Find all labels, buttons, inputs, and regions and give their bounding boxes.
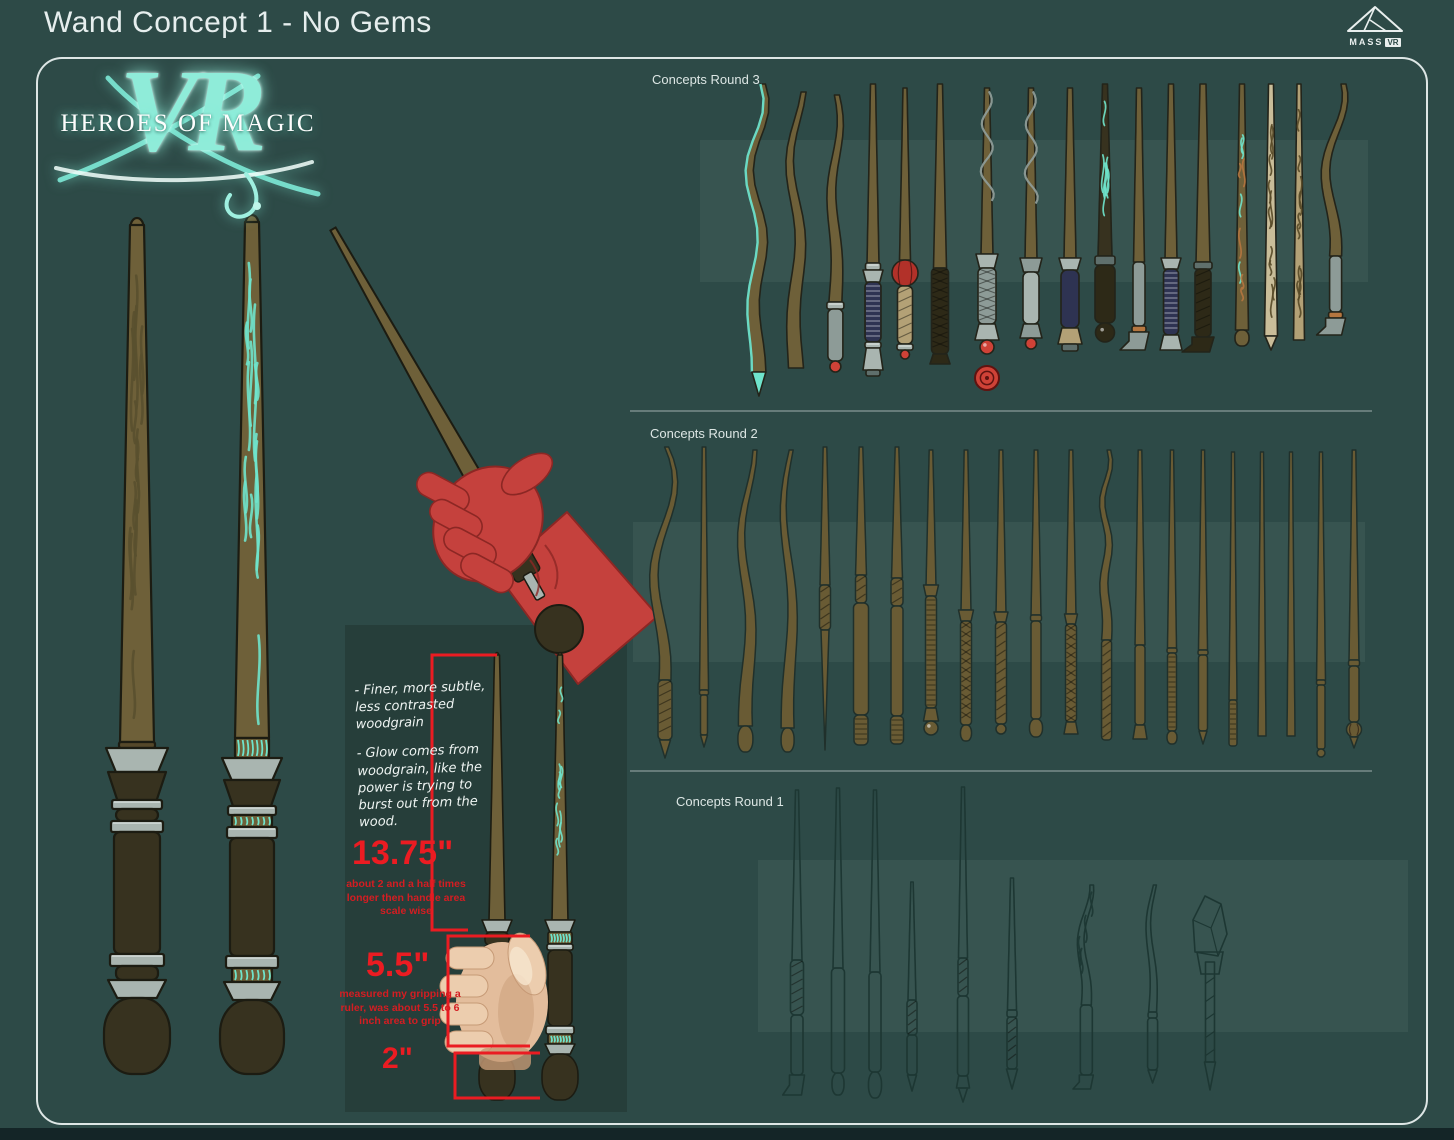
wand-illustration (744, 83, 770, 397)
wand-illustration (922, 449, 940, 736)
section-label-round3: Concepts Round 3 (652, 72, 760, 87)
wand-illustration (1098, 449, 1114, 741)
wand-illustration (993, 449, 1009, 735)
wand-illustration (891, 87, 919, 360)
logo-title: Heroes of Magic (60, 110, 316, 137)
wand-illustration (1197, 449, 1209, 745)
concepts-round-3-wands (744, 83, 1349, 397)
wand-illustration (889, 446, 905, 745)
wand-illustration (1063, 449, 1079, 735)
reference-photo-hand (439, 932, 548, 1070)
wand-illustration (1166, 449, 1178, 745)
heroes-of-magic-logo: VR Heroes of Magic (50, 52, 326, 220)
wand-illustration (1257, 451, 1267, 737)
wand-illustration (862, 83, 884, 377)
final-wand-renders (102, 213, 286, 1076)
wand-illustration (1159, 83, 1183, 351)
wand-illustration (1315, 83, 1349, 336)
background-band (758, 860, 1408, 1032)
wand-illustration (1145, 884, 1159, 1084)
measurement-pommel-length: 2" (382, 1042, 413, 1075)
wand-illustration (957, 449, 975, 742)
wand-illustration (736, 449, 758, 753)
measurement-grip-length: 5.5" (366, 946, 430, 984)
measurement-brackets (430, 653, 540, 1100)
handwritten-notes: - Finer, more subtle, less contrasted wo… (354, 678, 494, 844)
section-label-round2: Concepts Round 2 (650, 426, 758, 441)
wand-illustration (541, 651, 579, 1101)
logo-swoosh-icon (54, 73, 321, 219)
wand-illustration (1019, 87, 1043, 350)
wand-illustration (1005, 877, 1019, 1090)
wand-illustration (648, 446, 679, 759)
wand-illustration (867, 789, 883, 1099)
wand-illustration (1292, 83, 1306, 341)
wand-illustration (852, 446, 870, 746)
wand-illustration (974, 87, 1000, 391)
wand-illustration (779, 449, 799, 753)
note-woodgrain: - Finer, more subtle, less contrasted wo… (354, 678, 486, 733)
wand-illustration (785, 91, 807, 369)
bottom-strip (0, 1128, 1454, 1140)
concepts-round-2-wands (648, 446, 1363, 759)
measurement-shaft-caption: about 2 and a half times longer then han… (346, 878, 466, 918)
wand-illustration (1094, 83, 1116, 343)
logo-vr-monogram: VR (119, 45, 266, 176)
wand-illustration (1345, 449, 1363, 749)
wand-illustration (781, 789, 806, 1096)
wand-illustration (1192, 895, 1228, 1091)
wand-illustration (1072, 884, 1095, 1090)
wand-illustration (830, 787, 846, 1096)
wand-illustration (1057, 87, 1083, 352)
wand-illustration (955, 786, 971, 1103)
wand-illustration (826, 94, 845, 373)
note-glow: - Glow comes from woodgrain, like the po… (356, 742, 483, 831)
wand-illustration (1132, 449, 1148, 740)
wand-illustration (698, 446, 710, 748)
hand-holding-wand-illustration (329, 226, 659, 685)
wand-illustration (1263, 83, 1279, 351)
wand-illustration (818, 446, 832, 751)
wand-illustration (1315, 451, 1327, 758)
page-title: Wand Concept 1 - No Gems (44, 6, 432, 39)
concepts-round-1-wands (781, 786, 1228, 1103)
wand-illustration (1119, 87, 1150, 351)
wand-illustration (218, 213, 286, 1076)
wand-illustration (1028, 449, 1044, 738)
mass-triangle-icon (1347, 6, 1403, 32)
wand-illustration (906, 881, 918, 1092)
measurement-shaft-length: 13.75" (352, 834, 454, 872)
wand-illustration (102, 216, 172, 1076)
brand-tag: VR (1385, 37, 1401, 47)
brand-name: MASS (1349, 37, 1384, 47)
wand-illustration (1181, 83, 1215, 353)
wand-illustration (1228, 451, 1238, 747)
measurement-grip-caption: measured my gripping a ruler, was about … (339, 988, 461, 1028)
wand-illustration (1234, 83, 1250, 347)
wand-illustration (929, 83, 951, 365)
section-label-round1: Concepts Round 1 (676, 794, 784, 809)
wand-illustration (1286, 451, 1296, 737)
